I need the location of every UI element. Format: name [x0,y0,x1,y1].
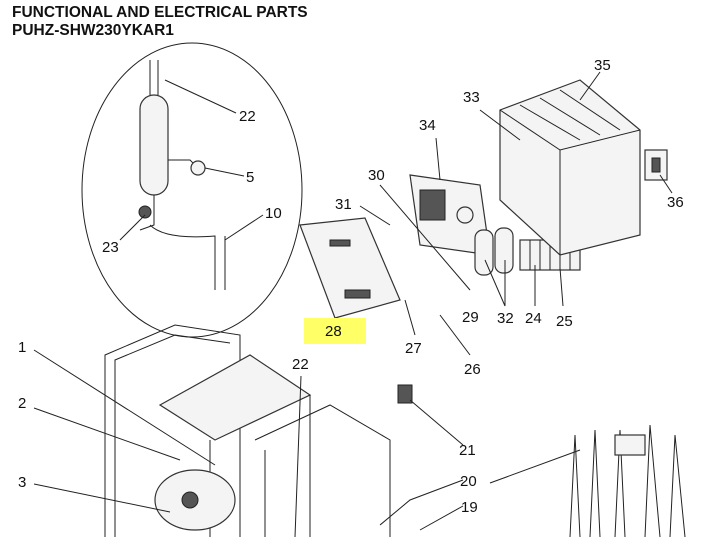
highlight-28 [304,318,366,344]
diagram-title: FUNCTIONAL AND ELECTRICAL PARTS PUHZ-SHW… [12,4,308,40]
callout-labels: 22 5 10 23 30 31 34 33 35 36 29 32 24 25… [18,57,684,516]
receiver-tank [138,60,226,290]
model-number: PUHZ-SHW230YKAR1 [12,22,174,39]
callout-33[interactable]: 33 [463,89,480,106]
detail-circle [81,42,303,338]
control-board [299,217,401,319]
capacitors [474,227,514,276]
callout-22[interactable]: 22 [239,108,256,125]
callout-27[interactable]: 27 [405,340,422,357]
callout-5[interactable]: 5 [246,169,254,186]
callout-30[interactable]: 30 [368,167,385,184]
title-heading: FUNCTIONAL AND ELECTRICAL PARTS [12,4,308,21]
callout-20[interactable]: 20 [460,473,477,490]
callout-19[interactable]: 19 [461,499,478,516]
reactor [644,149,668,181]
callout-22-lower[interactable]: 22 [292,356,309,373]
callout-31[interactable]: 31 [335,196,352,213]
callout-25[interactable]: 25 [556,313,573,330]
callout-32[interactable]: 32 [497,310,514,327]
callout-10[interactable]: 10 [265,205,282,222]
callout-35[interactable]: 35 [594,57,611,74]
piping-assembly [569,424,686,537]
callout-21[interactable]: 21 [459,442,476,459]
connector [397,384,413,404]
callout-24[interactable]: 24 [525,310,542,327]
electrical-box [499,79,641,256]
callout-2[interactable]: 2 [18,395,26,412]
callout-28[interactable]: 28 [325,323,342,340]
callout-29[interactable]: 29 [462,309,479,326]
callout-26[interactable]: 26 [464,361,481,378]
callout-34[interactable]: 34 [419,117,436,134]
outdoor-unit [104,324,391,537]
leader-lines [33,71,673,537]
callout-36[interactable]: 36 [667,194,684,211]
callout-1[interactable]: 1 [18,339,26,356]
callout-3[interactable]: 3 [18,474,26,491]
callout-23[interactable]: 23 [102,239,119,256]
power-board [409,174,491,256]
